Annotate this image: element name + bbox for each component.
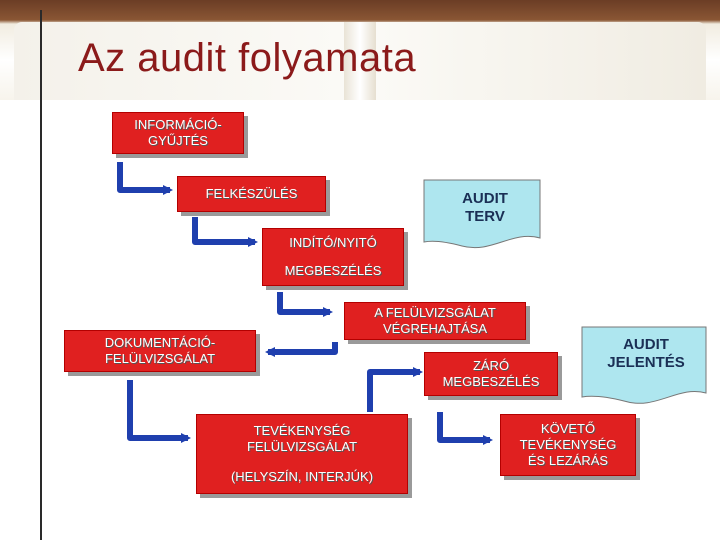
node-felkeszules: FELKÉSZÜLÉS: [177, 176, 326, 212]
node-indito-nyito: INDÍTÓ/NYITÓ MEGBESZÉLÉS: [262, 228, 404, 286]
book-right-page: [376, 22, 706, 100]
node-koveto-label: KÖVETŐ TEVÉKENYSÉG ÉS LEZÁRÁS: [519, 421, 617, 468]
margin-line: [40, 10, 42, 540]
audit-terv-label: AUDIT TERV: [462, 190, 508, 225]
arrow-info-to-felkeszules: [117, 162, 173, 195]
arrow-vegrehajtas-to-dokumentacio: [265, 342, 338, 357]
arrow-dokumentacio-to-tevekenyseg: [127, 380, 191, 443]
node-zaro-megbeszeles: ZÁRÓ MEGBESZÉLÉS: [424, 352, 558, 396]
node-vegrehajtas-label: A FELÜLVIZSGÁLAT VÉGREHAJTÁSA: [374, 305, 496, 336]
page-title: Az audit folyamata: [78, 36, 417, 80]
node-tevekenyseg-label: TEVÉKENYSÉG FELÜLVIZSGÁLAT: [246, 423, 358, 454]
node-indito-label: INDÍTÓ/NYITÓ: [289, 235, 377, 250]
node-tevekenyseg: TEVÉKENYSÉG FELÜLVIZSGÁLAT (HELYSZÍN, IN…: [196, 414, 408, 494]
arrow-tevekenyseg-to-zaro: [367, 367, 423, 412]
node-dokumentacio: DOKUMENTÁCIÓ- FELÜLVIZSGÁLAT: [64, 330, 256, 372]
node-info-gyujtes: INFORMÁCIÓ- GYŰJTÉS: [112, 112, 244, 154]
audit-jelentes-label: AUDIT JELENTÉS: [607, 336, 685, 371]
arrow-to-koveto: [437, 412, 493, 445]
node-dokumentacio-label: DOKUMENTÁCIÓ- FELÜLVIZSGÁLAT: [104, 335, 216, 366]
node-vegrehajtas: A FELÜLVIZSGÁLAT VÉGREHAJTÁSA: [344, 302, 526, 340]
book-spine: [344, 22, 376, 100]
node-koveto: KÖVETŐ TEVÉKENYSÉG ÉS LEZÁRÁS: [500, 414, 636, 476]
arrow-felkeszules-to-indito: [192, 217, 258, 247]
audit-terv-document-shape: [423, 179, 541, 249]
node-felkeszules-label: FELKÉSZÜLÉS: [205, 186, 298, 201]
book-left-page: [14, 22, 344, 100]
node-info-gyujtes-label: INFORMÁCIÓ- GYŰJTÉS: [134, 117, 222, 148]
node-megbeszeles-label: MEGBESZÉLÉS: [284, 263, 382, 278]
node-helyszin-label: (HELYSZÍN, INTERJÚK): [230, 469, 374, 484]
arrow-megbeszeles-to-vegrehajtas: [277, 292, 333, 317]
node-zaro-label: ZÁRÓ MEGBESZÉLÉS: [442, 358, 540, 389]
audit-jelentes-document-shape: [581, 326, 707, 404]
